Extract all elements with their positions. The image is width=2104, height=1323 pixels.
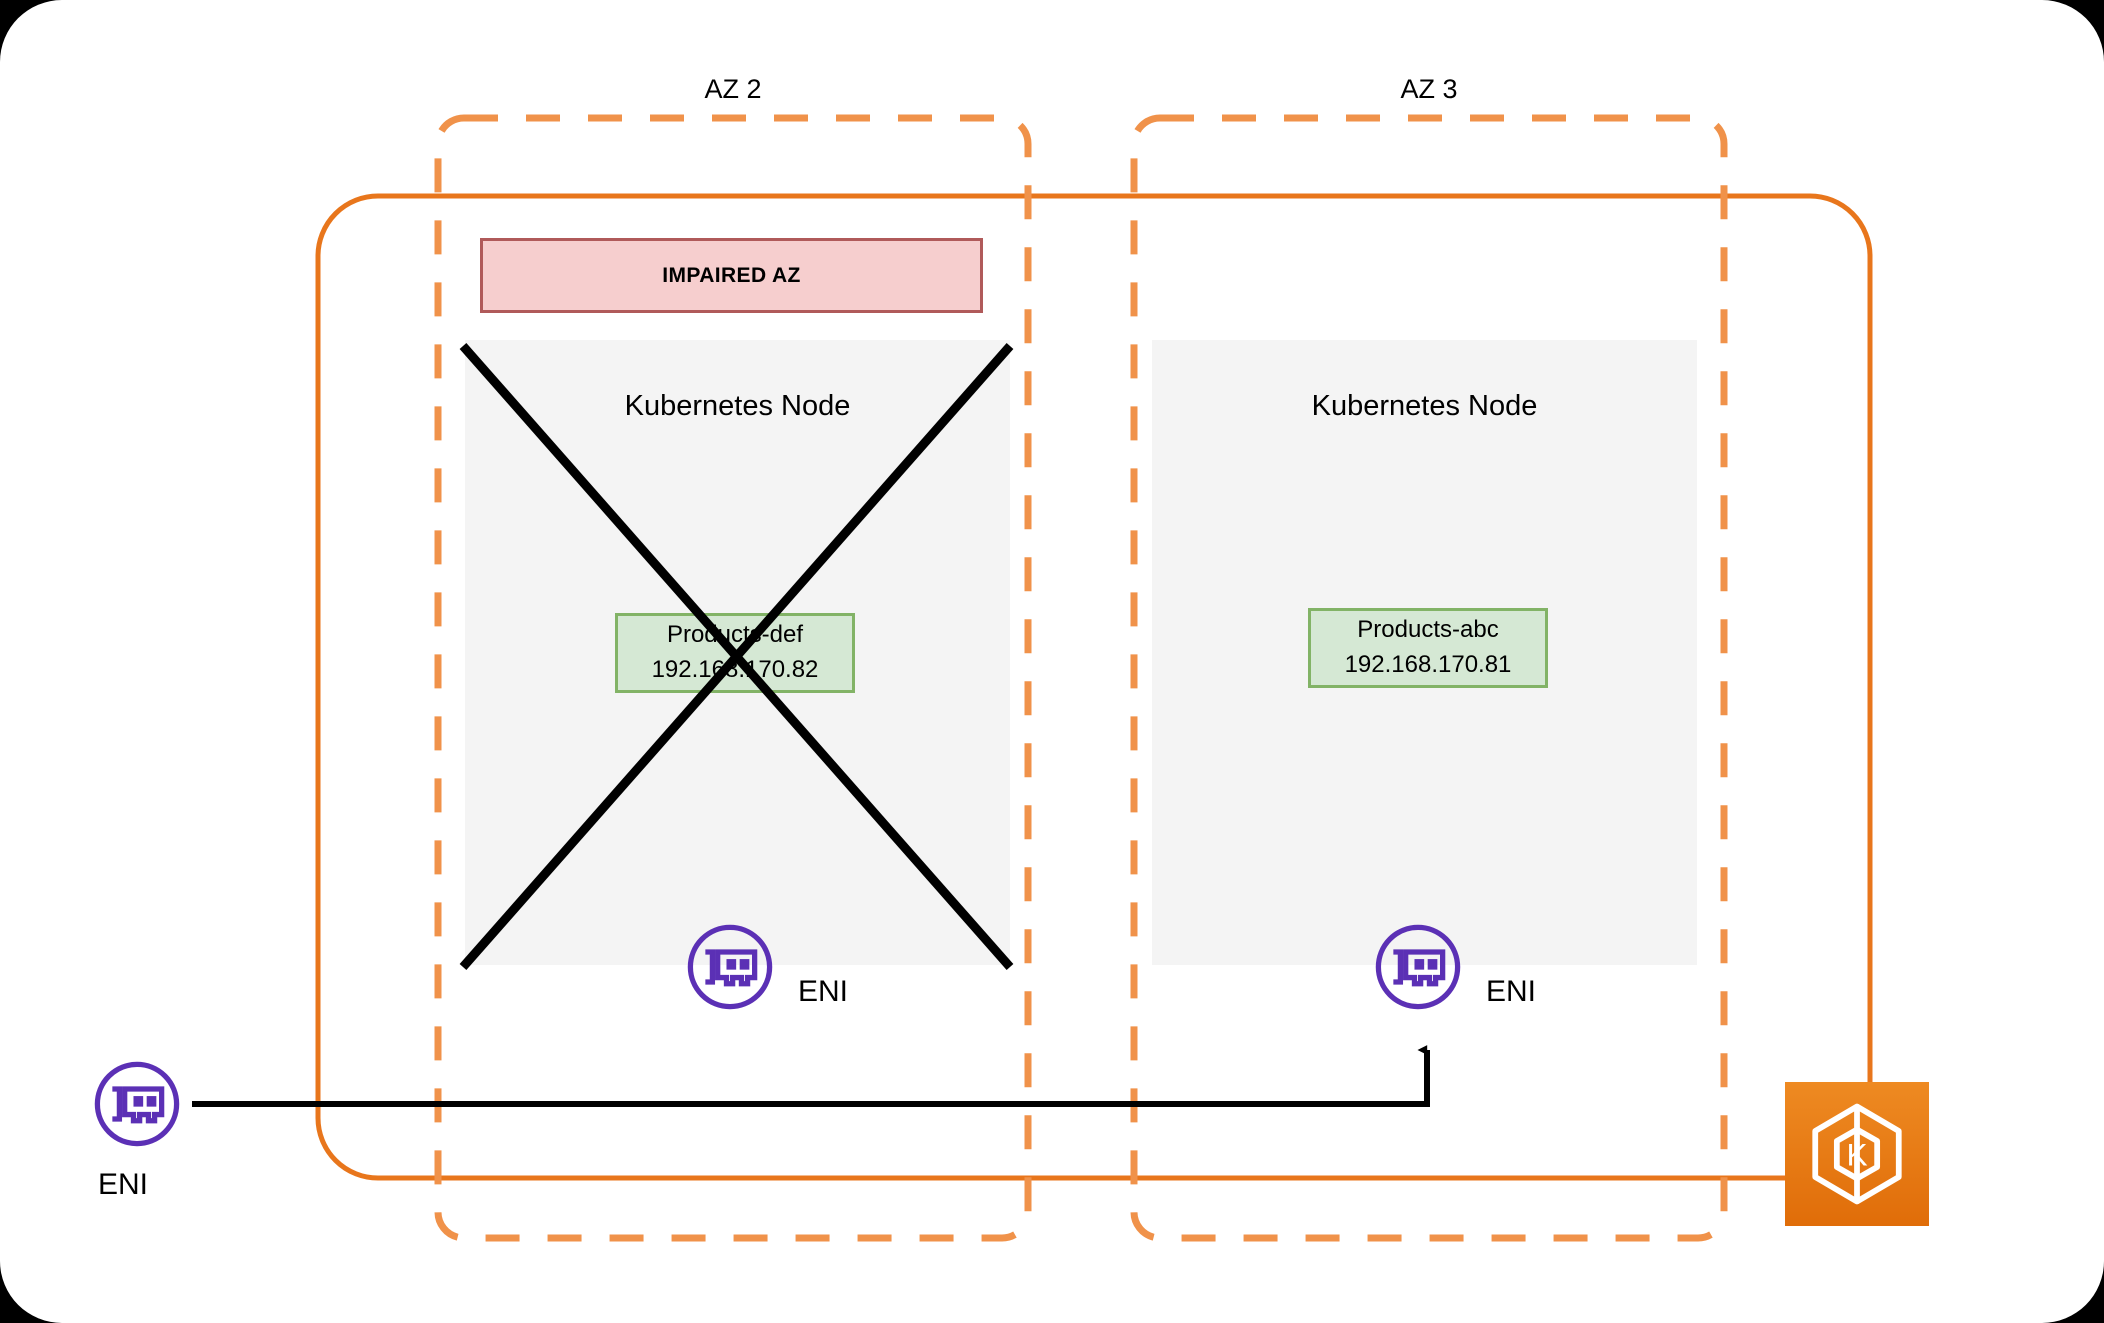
pod-ip: 192.168.170.81	[1344, 651, 1512, 678]
svg-text:K: K	[1846, 1137, 1867, 1173]
pod-products-def: Products-def 192.168.170.82	[615, 613, 855, 693]
pod-products-abc: Products-abc 192.168.170.81	[1308, 608, 1548, 688]
eks-kubernetes-logo-icon[interactable]: K	[1785, 1082, 1929, 1226]
eni-traffic-connector	[192, 1045, 1430, 1107]
az2-title: AZ 2	[704, 74, 762, 104]
impaired-az-banner: IMPAIRED AZ	[480, 238, 983, 313]
kubernetes-node-label-az2: Kubernetes Node	[624, 390, 851, 422]
network-interface-card-icon[interactable]	[686, 923, 774, 1011]
eni-label-external: ENI	[98, 1168, 149, 1201]
pod-name: Products-abc	[1357, 616, 1499, 644]
pod-name: Products-def	[666, 621, 804, 649]
network-interface-card-icon[interactable]	[93, 1060, 181, 1148]
eni-label-az3: ENI	[1486, 975, 1537, 1008]
network-interface-card-icon[interactable]	[1374, 923, 1462, 1011]
kubernetes-node-label-az3: Kubernetes Node	[1311, 390, 1538, 422]
pod-ip: 192.168.170.82	[651, 656, 819, 683]
eni-label-az2: ENI	[798, 975, 849, 1008]
eks-hexagon-glyph: K	[1812, 1103, 1902, 1205]
az3-title: AZ 3	[1400, 74, 1458, 104]
